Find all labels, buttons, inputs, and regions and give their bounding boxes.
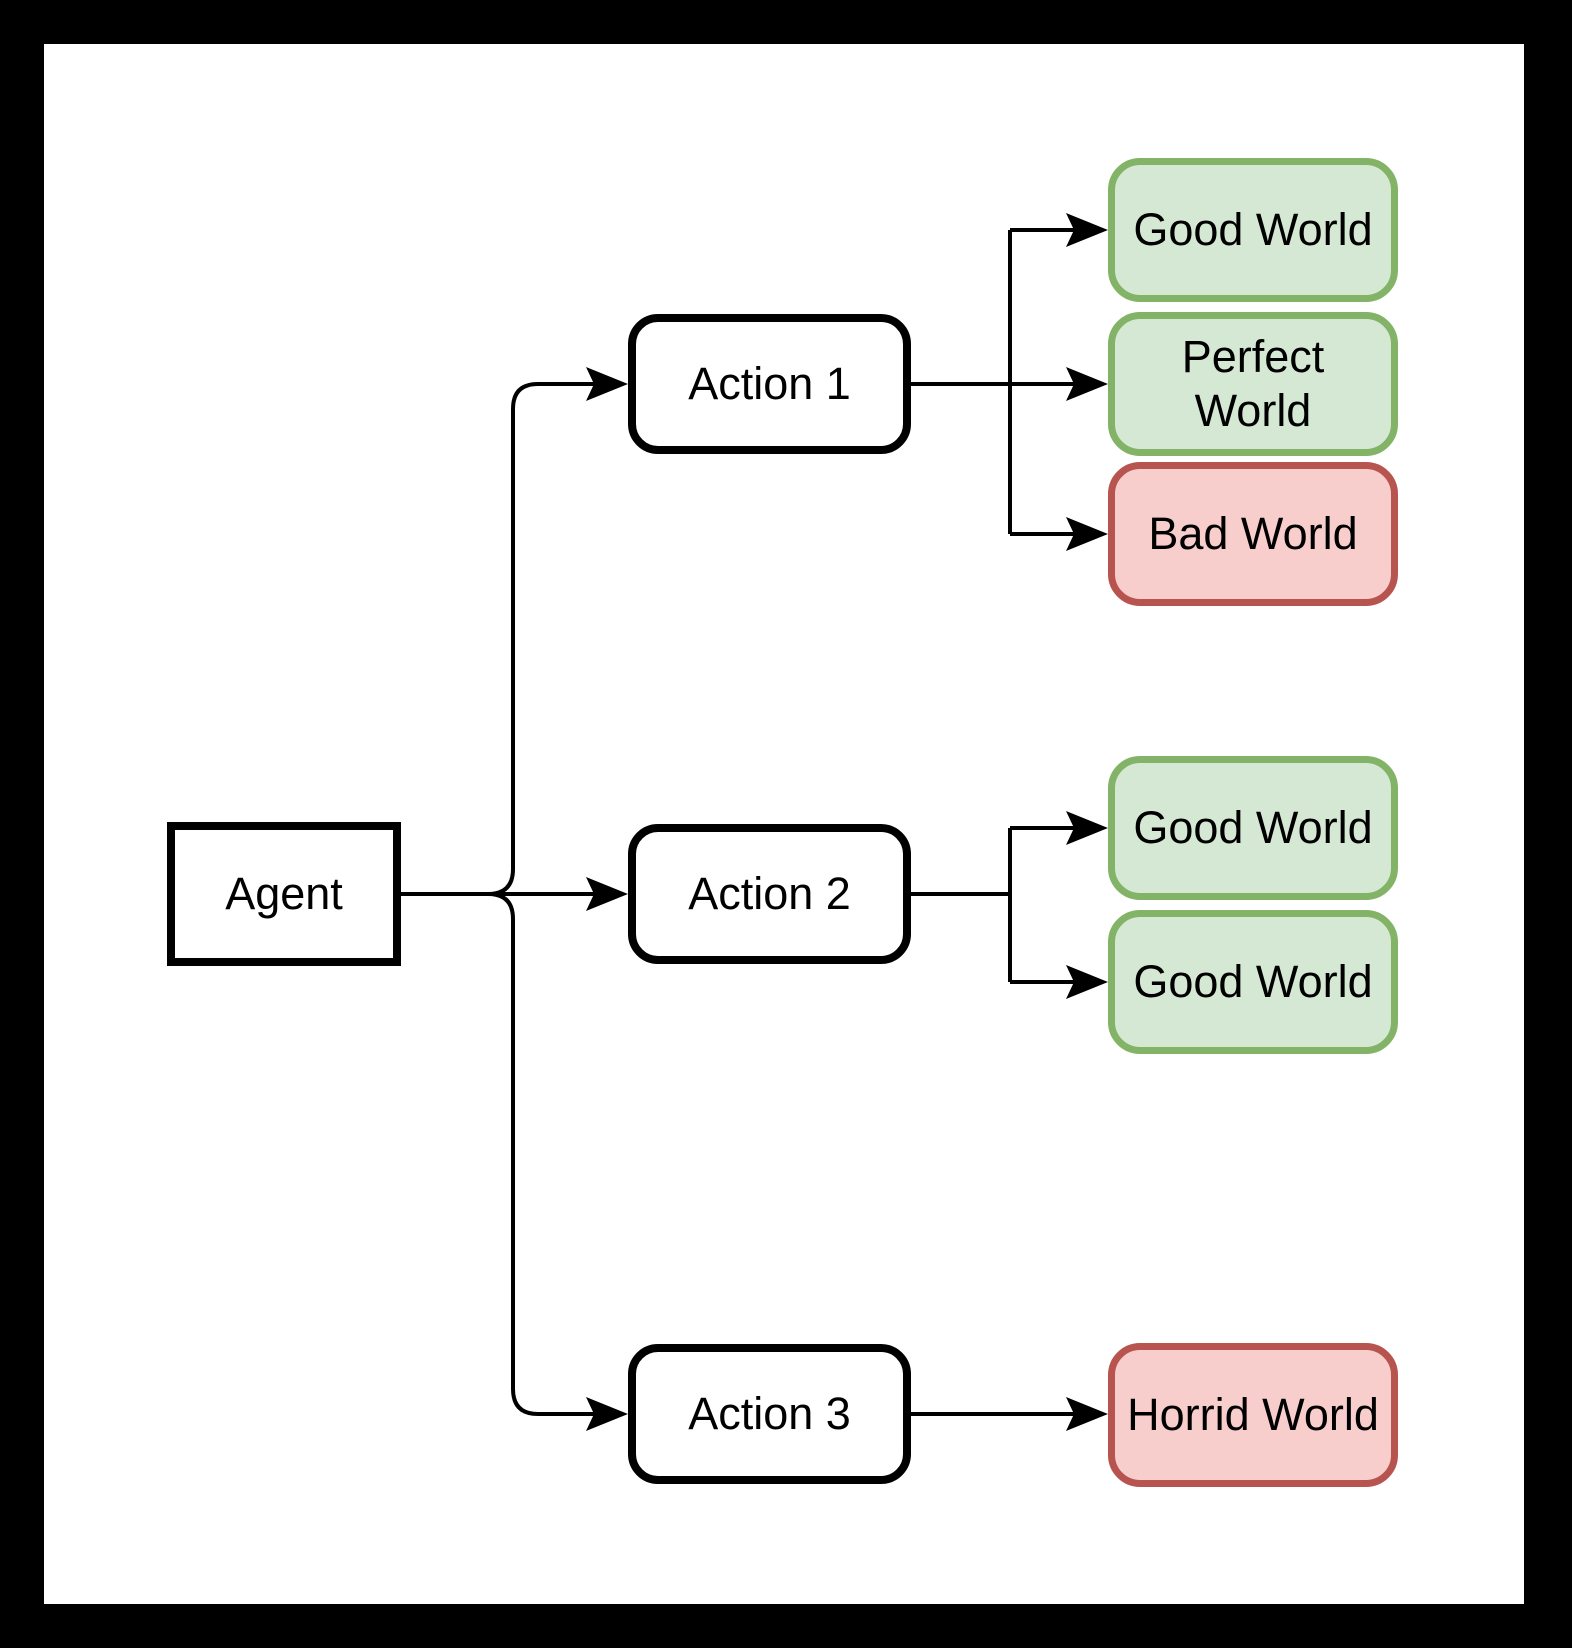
agent-node: Agent xyxy=(167,822,401,966)
outcome-good-world-node: Good World xyxy=(1108,756,1398,900)
action-1-node: Action 1 xyxy=(628,314,911,454)
action-2-node: Action 2 xyxy=(628,824,911,964)
outcome-label: Good World xyxy=(1133,956,1373,1007)
outcome-label: Perfect World xyxy=(1181,331,1325,436)
outcome-perfect-world-node: Perfect World xyxy=(1108,312,1398,456)
action-3-label: Action 3 xyxy=(688,1388,851,1439)
outcome-good-world-node: Good World xyxy=(1108,158,1398,302)
outcome-horrid-world-node: Horrid World xyxy=(1108,1343,1398,1487)
outcome-label: Horrid World xyxy=(1127,1389,1379,1440)
outcome-bad-world-node: Bad World xyxy=(1108,462,1398,606)
action-3-node: Action 3 xyxy=(628,1344,911,1484)
outcome-label: Good World xyxy=(1133,802,1373,853)
outcome-label: Good World xyxy=(1133,204,1373,255)
outcome-label: Bad World xyxy=(1148,508,1358,559)
action-2-label: Action 2 xyxy=(688,868,851,919)
outcome-good-world-node: Good World xyxy=(1108,910,1398,1054)
action-1-label: Action 1 xyxy=(688,358,851,409)
agent-label: Agent xyxy=(225,868,343,919)
